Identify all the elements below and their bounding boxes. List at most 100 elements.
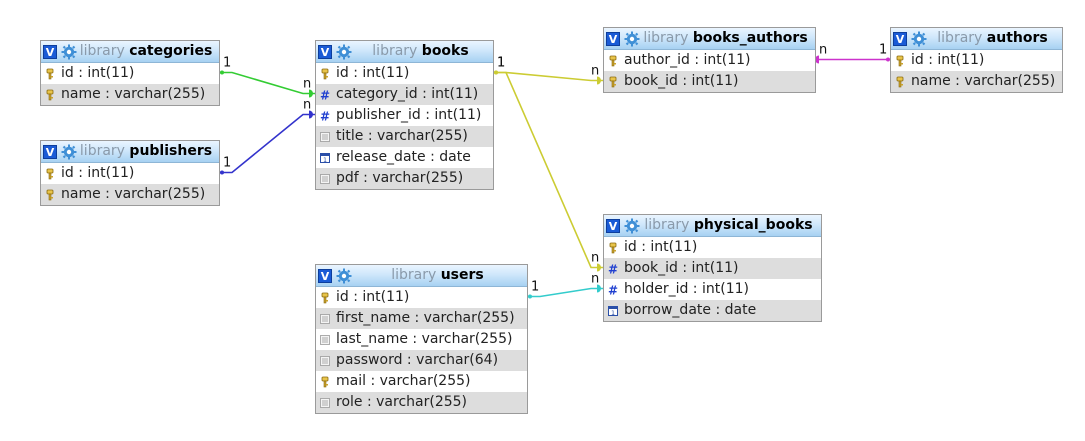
collapse-toggle-icon[interactable]: V	[318, 268, 332, 283]
column-row[interactable]: name : varchar(255)	[41, 84, 219, 105]
column-row[interactable]: id : int(11)	[316, 63, 493, 84]
table-title: library users	[352, 265, 527, 286]
column-row[interactable]: id : int(11)	[41, 163, 219, 184]
svg-text:#: #	[320, 89, 330, 101]
column-row[interactable]: pdf : varchar(255)	[316, 168, 493, 189]
gear-icon[interactable]	[332, 44, 352, 60]
column-label: last_name : varchar(255)	[336, 331, 513, 347]
column-label: password : varchar(64)	[336, 352, 499, 368]
table-name: books	[421, 43, 469, 59]
table-name: users	[440, 267, 484, 283]
column-row[interactable]: id : int(11)	[316, 287, 527, 308]
column-row[interactable]: name : varchar(255)	[41, 184, 219, 205]
hash-icon: #	[319, 110, 331, 122]
svg-text:#: #	[608, 263, 618, 275]
table-title: library physical_books	[640, 215, 821, 236]
database-name: library	[937, 30, 983, 46]
gear-icon[interactable]	[57, 144, 77, 160]
gear-icon[interactable]	[620, 31, 640, 47]
key-icon	[44, 89, 56, 101]
gear-icon[interactable]	[57, 44, 77, 60]
column-row[interactable]: author_id : int(11)	[604, 50, 815, 71]
column-row[interactable]: # publisher_id : int(11)	[316, 105, 493, 126]
column-label: category_id : int(11)	[336, 86, 479, 102]
collapse-toggle-icon[interactable]: V	[893, 31, 907, 46]
svg-text:#: #	[320, 110, 330, 122]
collapse-toggle-icon[interactable]: V	[43, 144, 57, 159]
cardinality-many: n	[591, 272, 599, 287]
cardinality-many: n	[303, 77, 311, 92]
column-row[interactable]: #holder_id : int(11)	[604, 279, 821, 300]
column-row[interactable]: title : varchar(255)	[316, 126, 493, 147]
collapse-toggle-icon[interactable]: V	[43, 44, 57, 59]
gear-icon[interactable]	[620, 218, 640, 234]
hash-icon: #	[607, 263, 619, 275]
column-label: name : varchar(255)	[61, 86, 206, 102]
text-icon	[319, 173, 331, 185]
relation-endpoint	[494, 70, 498, 75]
table-name: books_authors	[692, 30, 808, 46]
database-name: library	[643, 30, 689, 46]
column-label: publisher_id : int(11)	[336, 107, 482, 123]
collapse-toggle-icon[interactable]: V	[318, 44, 332, 59]
cardinality-many: n	[303, 98, 311, 113]
table-name: physical_books	[693, 217, 813, 233]
gear-icon[interactable]	[907, 31, 927, 47]
key-icon	[607, 242, 619, 254]
column-label: pdf : varchar(255)	[336, 170, 464, 186]
column-row[interactable]: name : varchar(255)	[891, 71, 1062, 92]
column-row[interactable]: role : varchar(255)	[316, 392, 527, 413]
key-icon	[607, 76, 619, 88]
table-title: library categories	[77, 41, 219, 62]
collapse-toggle-icon[interactable]: V	[606, 218, 620, 233]
column-row[interactable]: # category_id : int(11)	[316, 84, 493, 105]
relation-endpoint	[815, 55, 819, 64]
key-icon	[319, 376, 331, 388]
table-title: library books_authors	[640, 28, 815, 49]
relation-line	[220, 113, 315, 174]
key-icon	[607, 55, 619, 67]
column-label: id : int(11)	[61, 65, 135, 81]
key-icon	[894, 76, 906, 88]
column-row[interactable]: book_id : int(11)	[604, 71, 815, 92]
column-row[interactable]: mail : varchar(255)	[316, 371, 527, 392]
collapse-toggle-icon[interactable]: V	[606, 31, 620, 46]
column-row[interactable]: #book_id : int(11)	[604, 258, 821, 279]
svg-text:#: #	[608, 284, 618, 296]
column-row[interactable]: id : int(11)	[604, 237, 821, 258]
gear-icon[interactable]	[332, 268, 352, 284]
column-label: borrow_date : date	[624, 302, 757, 318]
column-row[interactable]: 1 borrow_date : date	[604, 300, 821, 321]
database-name: library	[79, 43, 125, 59]
relation-endpoint	[309, 89, 313, 98]
relation-endpoint	[886, 57, 890, 62]
column-row[interactable]: id : int(11)	[41, 63, 219, 84]
text-icon	[319, 334, 331, 346]
column-row[interactable]: id : int(11)	[891, 50, 1062, 71]
column-row[interactable]: password : varchar(64)	[316, 350, 527, 371]
column-row[interactable]: first_name : varchar(255)	[316, 308, 527, 329]
table-title: library publishers	[77, 141, 219, 162]
column-row[interactable]: last_name : varchar(255)	[316, 329, 527, 350]
relation-line	[220, 71, 315, 95]
date-icon: 1	[607, 305, 619, 317]
svg-text:1: 1	[323, 157, 327, 164]
table-title: library books	[352, 41, 493, 62]
cardinality-one: 1	[497, 56, 505, 71]
